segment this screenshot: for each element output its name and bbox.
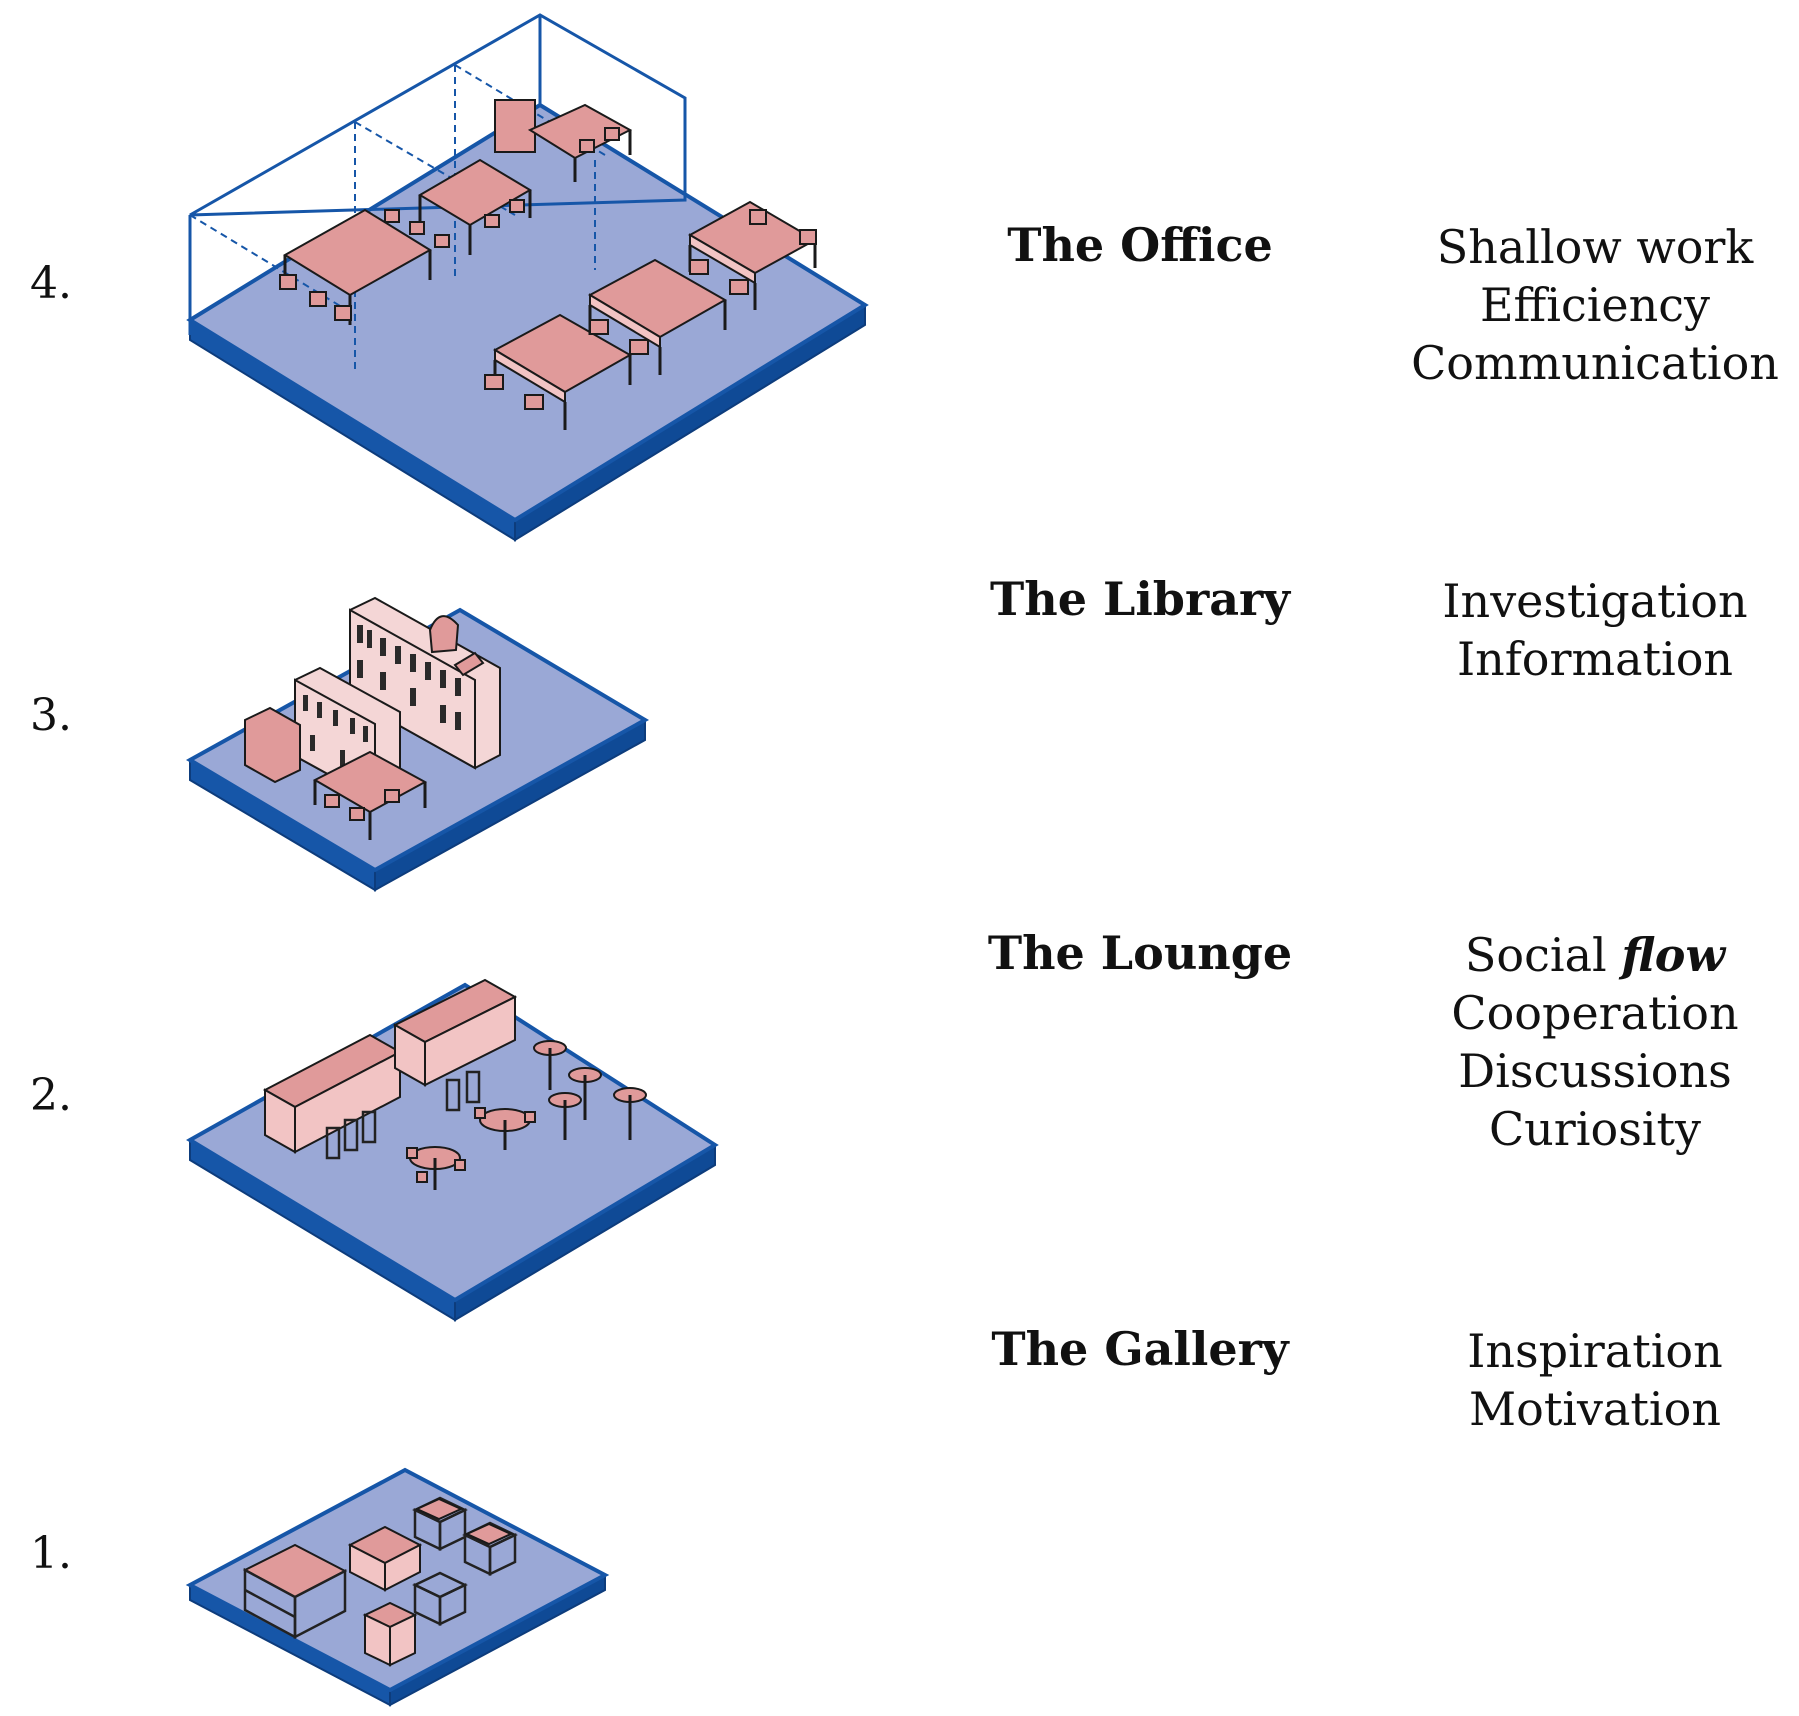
level-title: The Office — [1007, 218, 1273, 272]
keyword: Curiosity — [1488, 1102, 1701, 1156]
level-number: 3. — [30, 690, 72, 741]
keyword: Communication — [1411, 336, 1779, 390]
keyword: Discussions — [1458, 1044, 1732, 1098]
level-title: The Gallery — [991, 1322, 1289, 1376]
keyword: Investigation — [1442, 574, 1748, 628]
keyword-emphasis: flow — [1621, 928, 1726, 982]
level-keywords: Inspiration Motivation — [1395, 1322, 1795, 1438]
level-keywords: Social flow Cooperation Discussions Curi… — [1395, 926, 1795, 1158]
level-title: The Library — [990, 572, 1290, 626]
keyword-prefix: Social — [1464, 928, 1622, 982]
keyword: Motivation — [1469, 1382, 1721, 1436]
keyword: Efficiency — [1479, 278, 1711, 332]
library-isometric-illustration — [185, 596, 650, 892]
keyword: Cooperation — [1451, 986, 1739, 1040]
level-title: The Lounge — [987, 926, 1293, 980]
level-number: 4. — [30, 258, 72, 309]
level-keywords: Investigation Information — [1395, 572, 1795, 688]
keyword-social-flow: Social flow — [1395, 926, 1795, 984]
keyword: Shallow work — [1436, 220, 1754, 274]
lounge-isometric-illustration — [186, 978, 719, 1322]
keyword: Information — [1456, 632, 1734, 686]
level-keywords: Shallow work Efficiency Communication — [1395, 218, 1795, 392]
office-isometric-illustration — [186, 13, 869, 542]
keyword: Inspiration — [1467, 1324, 1723, 1378]
level-number: 1. — [30, 1528, 72, 1579]
gallery-isometric-illustration — [185, 1467, 610, 1707]
level-number: 2. — [30, 1070, 72, 1121]
